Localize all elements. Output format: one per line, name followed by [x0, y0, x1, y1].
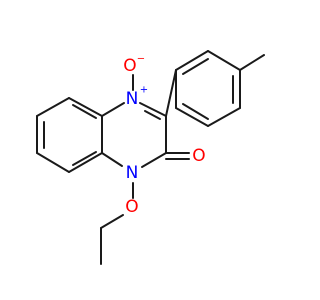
- bond: [207, 50, 241, 71]
- atom-label-n-oxide: N: [126, 89, 139, 109]
- bond: [36, 152, 70, 173]
- bond: [72, 104, 97, 119]
- bond: [100, 214, 124, 229]
- bond: [175, 107, 209, 127]
- bond: [182, 58, 209, 75]
- bond: [144, 110, 161, 120]
- bond: [175, 50, 209, 71]
- bond: [182, 103, 209, 120]
- bond: [68, 152, 103, 173]
- atom-label-o-oxide: O: [123, 56, 136, 76]
- charge-label-o-oxide: −: [137, 54, 145, 65]
- bond: [101, 152, 123, 167]
- bond: [139, 102, 167, 117]
- bond: [68, 97, 103, 117]
- bond-layer: [36, 50, 265, 265]
- bond: [36, 97, 70, 117]
- atom-label-o-ethoxy: O: [125, 197, 138, 217]
- atom-label-o-carbonyl: O: [192, 146, 205, 166]
- charge-label-n-oxide: +: [140, 85, 148, 96]
- bond: [141, 152, 167, 168]
- bond: [72, 151, 97, 166]
- bond: [165, 69, 177, 117]
- atom-label-layer: N + O − N O O: [123, 54, 205, 218]
- atom-label-n-ring: N: [126, 163, 139, 183]
- bond: [239, 54, 265, 71]
- chemical-structure: N + O − N O O: [36, 50, 265, 265]
- bond: [101, 102, 125, 117]
- bond: [207, 107, 241, 127]
